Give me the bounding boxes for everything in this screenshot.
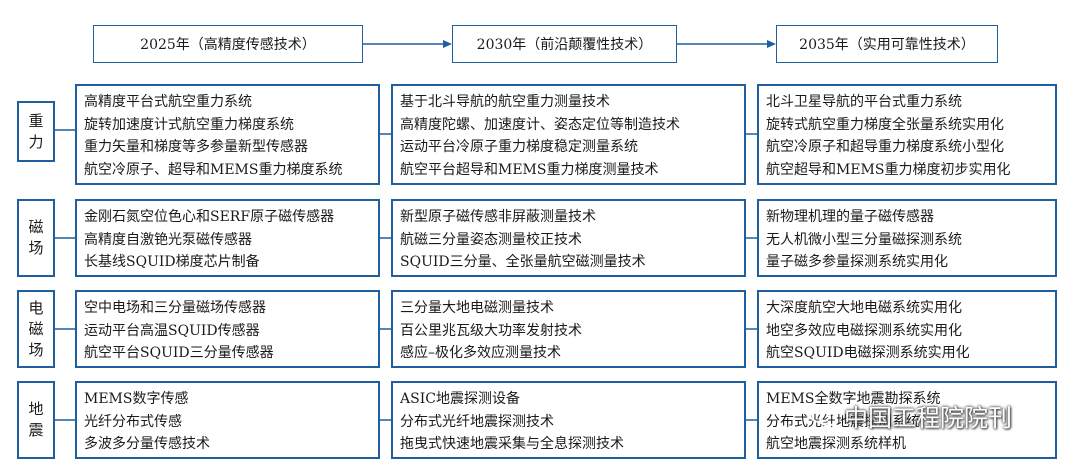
watermark-text: 中国工程院院刊 <box>844 404 1012 432</box>
watermark: 中国工程院院刊 <box>808 398 1012 433</box>
list-item: 基于北斗导航的航空重力测量技术 <box>400 94 610 110</box>
phase-2025: 2025年（高精度传感技术） <box>93 25 363 63</box>
cell-seismic-2035: MEMS全数字地震勘探系统 分布式光纤地震探测系统 航空地震探测系统样机 <box>757 381 1057 459</box>
list-item: 高精度自激铯光泵磁传感器 <box>84 231 252 248</box>
list-item: 分布式光纤地震探测系统 <box>766 413 920 430</box>
list-item: 高精度陀螺、加速度计、姿态定位等制造技术 <box>400 116 680 133</box>
list-item: 新型原子磁传感非屏蔽测量技术 <box>400 209 596 225</box>
category-magnetic-char-1: 磁 <box>28 218 44 236</box>
list-item: 空中电场和三分量磁场传感器 <box>84 300 266 316</box>
category-seismic-char-2: 震 <box>28 421 44 439</box>
category-gravity: 重 力 <box>17 101 55 162</box>
cell-gravity-2035: 北斗卫星导航的平台式重力系统 旋转式航空重力梯度全张量系统实用化 航空冷原子和超… <box>757 84 1057 185</box>
list-item: 旋转式航空重力梯度全张量系统实用化 <box>766 116 1004 133</box>
category-magnetic-char-2: 场 <box>28 239 44 257</box>
cell-seismic-2025: MEMS数字传感 光纤分布式传感 多波多分量传感技术 <box>75 381 380 459</box>
list-item: 分布式光纤地震探测技术 <box>400 413 554 430</box>
list-item: 大深度航空大地电磁系统实用化 <box>766 300 962 316</box>
cell-magnetic-2030: 新型原子磁传感非屏蔽测量技术 航磁三分量姿态测量校正技术 SQUID三分量、全张… <box>391 199 746 277</box>
cell-electromagnetic-2035: 大深度航空大地电磁系统实用化 地空多效应电磁探测系统实用化 航空SQUID电磁探… <box>757 290 1057 368</box>
list-item: 航空地震探测系统样机 <box>766 436 906 452</box>
list-item: ASIC地震探测设备 <box>400 391 520 407</box>
list-item: 地空多效应电磁探测系统实用化 <box>766 322 962 339</box>
list-item: 长基线SQUID梯度芯片制备 <box>84 254 260 270</box>
list-item: 光纤分布式传感 <box>84 413 182 430</box>
phase-2035: 2035年（实用可靠性技术） <box>776 25 998 63</box>
list-item: 旋转加速度计式航空重力梯度系统 <box>84 116 294 133</box>
list-item: MEMS全数字地震勘探系统 <box>766 391 941 407</box>
list-item: 运动平台高温SQUID传感器 <box>84 322 260 339</box>
list-item: 三分量大地电磁测量技术 <box>400 300 554 316</box>
phase-2030-label: 2030年（前沿颠覆性技术） <box>476 37 653 53</box>
category-electromagnetic: 电 磁 场 <box>17 290 55 368</box>
category-gravity-char-1: 重 <box>28 111 44 130</box>
category-electromagnetic-char-1: 电 <box>28 298 44 317</box>
cell-magnetic-2025: 金刚石氮空位色心和SERF原子磁传感器 高精度自激铯光泵磁传感器 长基线SQUI… <box>75 199 380 277</box>
cell-electromagnetic-2025: 空中电场和三分量磁场传感器 运动平台高温SQUID传感器 航空平台SQUID三分… <box>75 290 380 368</box>
list-item: 拖曳式快速地震采集与全息探测技术 <box>400 436 624 452</box>
cell-gravity-2025: 高精度平台式航空重力系统 旋转加速度计式航空重力梯度系统 重力矢量和梯度等多参量… <box>75 84 380 185</box>
list-item: 高精度平台式航空重力系统 <box>84 94 252 110</box>
list-item: 运动平台冷原子重力梯度稳定测量系统 <box>400 139 638 155</box>
list-item: 多波多分量传感技术 <box>84 436 210 452</box>
list-item: 航空平台超导和MEMS重力梯度测量技术 <box>400 161 659 178</box>
category-seismic-char-1: 地 <box>28 400 44 418</box>
wechat-icon <box>808 404 838 428</box>
list-item: 航空冷原子、超导和MEMS重力梯度系统 <box>84 161 343 178</box>
cell-magnetic-2035: 新物理机理的量子磁传感器 无人机微小型三分量磁探测系统 量子磁多参量探测系统实用… <box>757 199 1057 277</box>
phase-2025-label: 2025年（高精度传感技术） <box>140 37 316 53</box>
category-magnetic: 磁 场 <box>17 199 55 277</box>
list-item: 感应–极化多效应测量技术 <box>400 345 561 361</box>
list-item: SQUID三分量、全张量航空磁测量技术 <box>400 254 646 270</box>
category-electromagnetic-char-2: 磁 <box>28 319 44 338</box>
category-seismic: 地 震 <box>17 381 55 459</box>
phase-2035-label: 2035年（实用可靠性技术） <box>799 37 975 53</box>
list-item: 金刚石氮空位色心和SERF原子磁传感器 <box>84 209 335 225</box>
cell-gravity-2030: 基于北斗导航的航空重力测量技术 高精度陀螺、加速度计、姿态定位等制造技术 运动平… <box>391 84 746 185</box>
list-item: 航空SQUID电磁探测系统实用化 <box>766 345 970 361</box>
phase-2030: 2030年（前沿颠覆性技术） <box>452 25 677 63</box>
list-item: 重力矢量和梯度等多参量新型传感器 <box>84 139 308 155</box>
list-item: 无人机微小型三分量磁探测系统 <box>766 231 962 248</box>
list-item: 航空冷原子和超导重力梯度系统小型化 <box>766 139 1004 155</box>
list-item: MEMS数字传感 <box>84 391 189 407</box>
list-item: 百公里兆瓦级大功率发射技术 <box>400 322 582 339</box>
list-item: 北斗卫星导航的平台式重力系统 <box>766 94 962 110</box>
list-item: 航磁三分量姿态测量校正技术 <box>400 231 582 248</box>
list-item: 航空超导和MEMS重力梯度初步实用化 <box>766 161 1011 178</box>
category-gravity-char-2: 力 <box>28 132 44 151</box>
category-electromagnetic-char-3: 场 <box>28 340 44 359</box>
cell-seismic-2030: ASIC地震探测设备 分布式光纤地震探测技术 拖曳式快速地震采集与全息探测技术 <box>391 381 746 459</box>
list-item: 量子磁多参量探测系统实用化 <box>766 254 948 270</box>
cell-electromagnetic-2030: 三分量大地电磁测量技术 百公里兆瓦级大功率发射技术 感应–极化多效应测量技术 <box>391 290 746 368</box>
list-item: 航空平台SQUID三分量传感器 <box>84 345 274 361</box>
list-item: 新物理机理的量子磁传感器 <box>766 209 934 225</box>
